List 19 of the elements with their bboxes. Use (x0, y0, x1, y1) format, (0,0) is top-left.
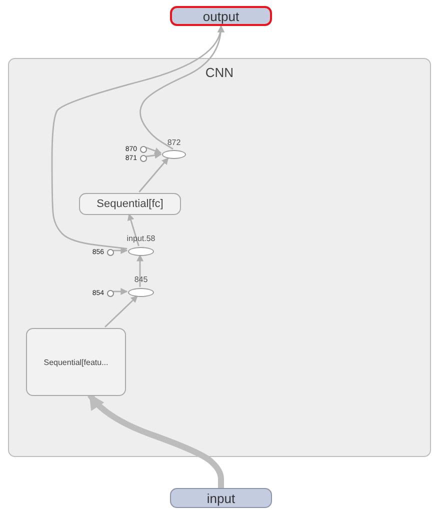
arrow (104, 296, 138, 328)
node-label: 872 (166, 138, 182, 147)
thick-arrow (88, 393, 224, 488)
arrow (51, 25, 224, 250)
group-panel (8, 58, 431, 457)
node-label: input.58 (126, 234, 156, 243)
arrow (146, 152, 162, 159)
arrow (136, 254, 144, 287)
arrow (146, 146, 162, 154)
io-node: input (170, 488, 272, 508)
arrow (127, 213, 140, 246)
node-label: 845 (133, 275, 149, 284)
group-title: CNN (204, 65, 235, 80)
arrow (113, 288, 128, 295)
io-node: output (170, 6, 272, 26)
module-box: Sequential[featu... (26, 328, 126, 396)
module-box: Sequential[fc] (79, 193, 181, 215)
arrow (138, 157, 169, 192)
arrow (113, 247, 128, 254)
